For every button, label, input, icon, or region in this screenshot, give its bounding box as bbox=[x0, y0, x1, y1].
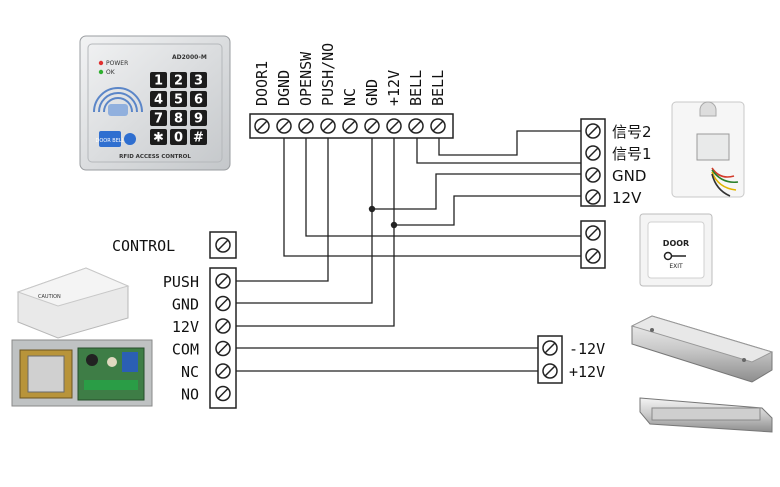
terminal-screw-icon bbox=[254, 118, 270, 134]
keypad-key: 3 bbox=[190, 72, 207, 89]
keypad-key: # bbox=[190, 129, 207, 146]
junction-dot bbox=[368, 205, 376, 213]
keypad-key: 6 bbox=[190, 91, 207, 108]
terminal-screw-icon bbox=[215, 318, 231, 334]
terminal-screw-icon bbox=[585, 167, 601, 183]
bell-icon bbox=[124, 133, 136, 145]
ok-led-icon bbox=[98, 69, 104, 75]
keypad-key-label: 7 bbox=[154, 112, 163, 127]
keypad-key: 7 bbox=[150, 110, 167, 127]
terminal-screw-icon bbox=[342, 118, 358, 134]
keypad-key: 1 bbox=[150, 72, 167, 89]
keypad-key-label: 5 bbox=[174, 93, 183, 108]
doorbell-key bbox=[99, 131, 121, 147]
terminal-screw-icon bbox=[585, 145, 601, 161]
terminal-screw-icon bbox=[276, 118, 292, 134]
control-terminal: CONTROL bbox=[112, 231, 237, 259]
lock-terminal-block: -12V +12V bbox=[537, 335, 605, 384]
electric-bolt-lock-image bbox=[630, 315, 774, 383]
terminal-screw-icon bbox=[298, 118, 314, 134]
power-terminal-label: PUSH bbox=[163, 273, 199, 291]
exit-button-image: DOOR EXIT bbox=[639, 213, 713, 287]
keypad-key-label: 9 bbox=[194, 112, 203, 127]
terminal-screw-icon bbox=[386, 118, 402, 134]
keypad-key-label: 0 bbox=[174, 131, 183, 146]
keypad-key-label: # bbox=[193, 131, 204, 146]
power-led-icon bbox=[98, 60, 104, 66]
power-supply-terminal-strip: PUSH GND 12V COM NC NO bbox=[163, 267, 237, 409]
lock-terminal-label-plus: +12V bbox=[569, 363, 605, 381]
doorbell-key-label: DOOR BELL bbox=[96, 138, 125, 144]
power-terminal-label: 12V bbox=[172, 318, 199, 336]
keypad-key: 0 bbox=[170, 129, 187, 146]
terminal-screw-icon bbox=[215, 340, 231, 357]
terminal-screw-icon bbox=[215, 363, 231, 379]
keypad-key: 5 bbox=[170, 91, 187, 108]
junction-dot bbox=[390, 221, 398, 229]
terminal-screw-icon bbox=[364, 118, 380, 134]
top-terminal-label: PUSH/NO bbox=[319, 43, 337, 106]
keypad-led-power: POWER bbox=[106, 60, 128, 67]
wires bbox=[236, 130, 581, 372]
keypad-key-label: 6 bbox=[194, 93, 203, 108]
doorbell-terminal-label: 信号1 bbox=[612, 145, 652, 163]
psu-caution-label: CAUTION bbox=[38, 294, 61, 300]
keypad-key: 4 bbox=[150, 91, 167, 108]
doorbell-terminal-label: GND bbox=[612, 167, 646, 185]
power-supply-image: CAUTION bbox=[11, 267, 153, 407]
doorbell-terminal-label: 信号2 bbox=[612, 123, 652, 141]
terminal-screw-icon bbox=[215, 295, 231, 312]
power-terminal-label: COM bbox=[172, 341, 199, 359]
power-terminal-label: NO bbox=[181, 386, 199, 404]
keypad-key-label: 2 bbox=[174, 74, 183, 89]
terminal-screw-icon bbox=[215, 385, 231, 402]
magnetic-lock-image bbox=[639, 397, 773, 433]
rfid-wave-icon bbox=[93, 87, 143, 113]
keypad-key: 2 bbox=[170, 72, 187, 89]
doorbell-image bbox=[671, 101, 745, 198]
top-terminal-label: GND bbox=[363, 79, 381, 106]
terminal-screw-icon bbox=[430, 118, 446, 134]
terminal-screw-icon bbox=[585, 189, 601, 205]
keypad-key-label: 4 bbox=[154, 93, 163, 108]
exit-button-terminal-block bbox=[580, 220, 606, 269]
keypad-key: 9 bbox=[190, 110, 207, 127]
top-terminal-label: BELL bbox=[407, 70, 425, 106]
keypad-led-ok: OK bbox=[106, 69, 116, 76]
top-terminal-label: DOOR1 bbox=[253, 61, 271, 106]
top-terminal-label: OPENSW bbox=[297, 51, 315, 106]
keypad-key: ✱ bbox=[150, 129, 167, 146]
top-terminal-label: BELL bbox=[429, 70, 447, 106]
terminal-screw-icon bbox=[585, 123, 601, 139]
doorbell-terminal-label: 12V bbox=[612, 189, 642, 207]
keypad-key: 8 bbox=[170, 110, 187, 127]
top-terminal-label: +12V bbox=[385, 70, 403, 106]
keypad-key-label: 3 bbox=[194, 74, 203, 89]
top-terminal-label: DGND bbox=[275, 70, 293, 106]
keypad-key-label: ✱ bbox=[153, 131, 164, 146]
lock-terminal-label-minus: -12V bbox=[569, 340, 605, 358]
keypad-model: AD2000-M bbox=[172, 54, 207, 61]
terminal-screw-icon bbox=[215, 273, 231, 289]
exit-button-door-text: DOOR bbox=[663, 239, 689, 248]
terminal-screw-icon bbox=[320, 118, 336, 134]
terminal-screw-icon bbox=[408, 118, 424, 134]
keypad-caption: RFID ACCESS CONTROL bbox=[119, 154, 191, 160]
key-icon bbox=[663, 251, 686, 261]
exit-button-exit-text: EXIT bbox=[669, 263, 683, 270]
top-terminal-label: NC bbox=[341, 88, 359, 106]
control-label: CONTROL bbox=[112, 237, 175, 255]
keypad-key-label: 1 bbox=[154, 74, 163, 89]
keypad-key-label: 8 bbox=[174, 112, 183, 127]
power-terminal-label: NC bbox=[181, 363, 199, 381]
power-terminal-label: GND bbox=[172, 296, 199, 314]
